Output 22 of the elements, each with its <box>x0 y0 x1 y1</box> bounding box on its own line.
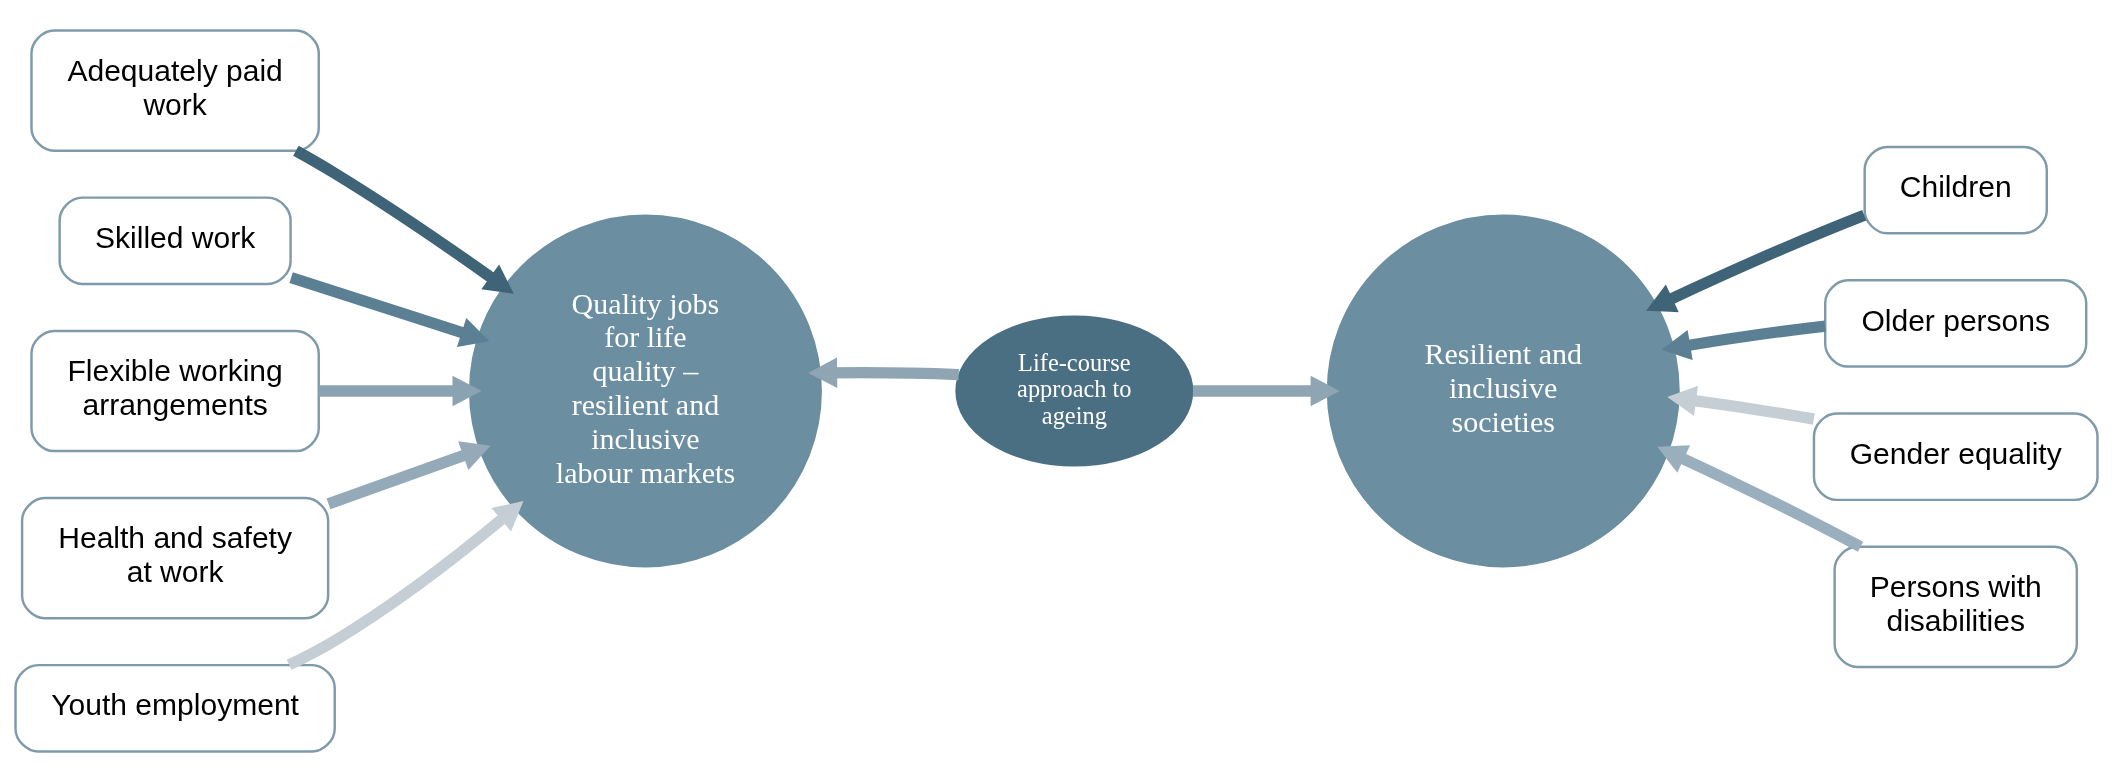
arrow <box>286 501 524 670</box>
node-box: Youth employment <box>14 663 336 753</box>
arrow <box>1667 385 1815 425</box>
arrow <box>1192 375 1340 407</box>
arrow <box>1646 210 1867 313</box>
node-box: Children <box>1863 145 2048 235</box>
arrow <box>1657 445 1864 552</box>
node-box: Skilled work <box>58 196 292 286</box>
node-circle: Quality jobs for life quality – resilient and inclusive labour markets <box>468 214 822 568</box>
arrow <box>808 357 959 388</box>
node-box: Gender equality <box>1812 412 2099 502</box>
node-box: Adequately paid work <box>30 29 320 152</box>
node-ellipse: Life-course approach to ageing <box>955 315 1194 467</box>
node-box: Health and safety at work <box>20 496 330 620</box>
node-box: Older persons <box>1824 279 2088 368</box>
node-box: Flexible working arrangements <box>30 329 320 453</box>
arrow <box>293 145 514 294</box>
arrow <box>326 441 491 510</box>
arrow <box>289 272 490 347</box>
arrow <box>1661 320 1826 361</box>
arrow <box>318 375 482 407</box>
node-box: Persons with disabilities <box>1833 545 2079 669</box>
